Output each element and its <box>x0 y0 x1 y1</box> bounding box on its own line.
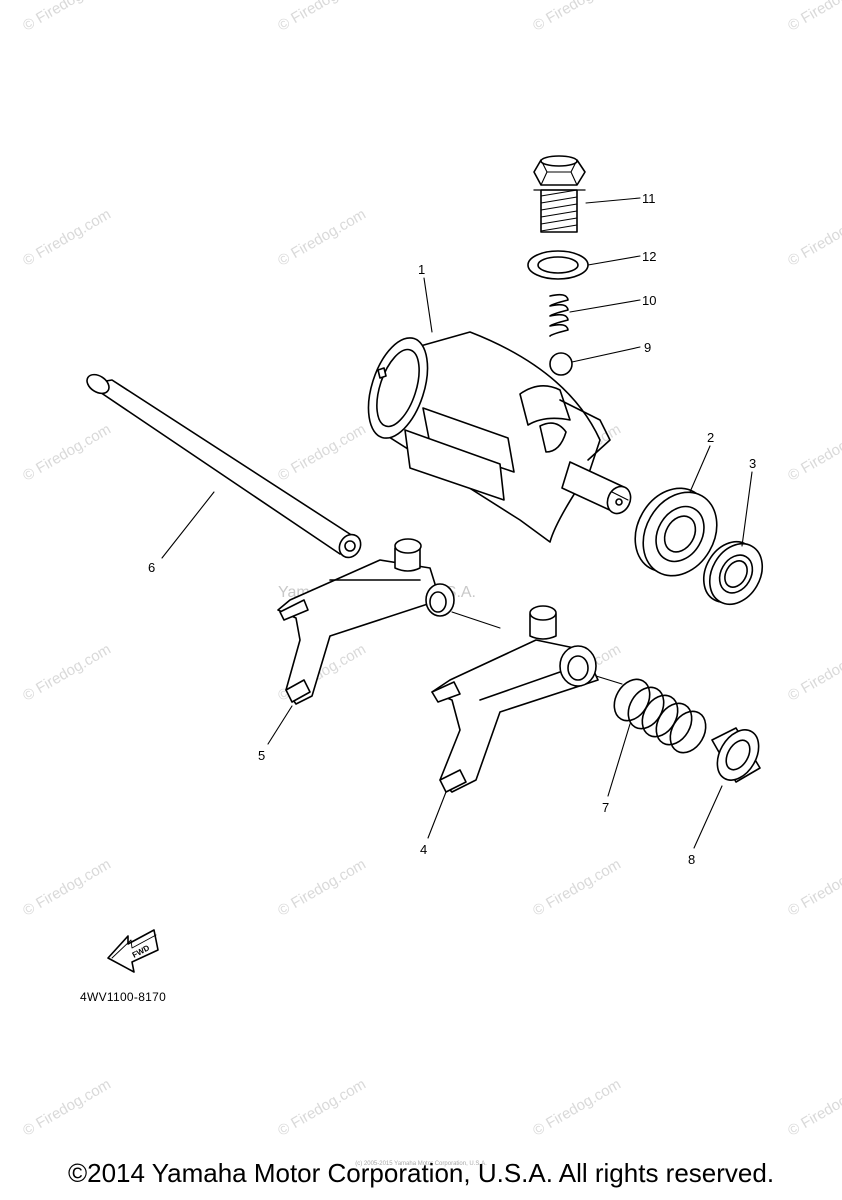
part-12-washer <box>527 250 589 280</box>
callout-1: 1 <box>418 262 425 277</box>
leader-lines <box>161 197 753 849</box>
part-2-bearing <box>634 487 718 577</box>
callout-4: 4 <box>420 842 427 857</box>
diagram-code: 4WV1100-8170 <box>80 990 167 1004</box>
part-6-guide-bar <box>86 373 362 559</box>
part-10-spring <box>549 293 569 337</box>
part-9-ball <box>549 352 573 376</box>
callout-11: 11 <box>642 191 656 206</box>
tiny-copyright: (c) 2005-2015 Yamaha Motor Corporation, … <box>355 1161 487 1167</box>
part-8-collar <box>711 727 761 783</box>
callout-8: 8 <box>688 852 695 867</box>
fwd-arrow-icon <box>107 929 159 973</box>
callout-6: 6 <box>148 560 155 575</box>
part-11-bolt <box>533 155 586 233</box>
callout-10: 10 <box>642 293 656 308</box>
callout-3: 3 <box>749 456 756 471</box>
part-1-shift-drum <box>367 331 632 543</box>
part-4-shift-fork <box>431 605 599 793</box>
callout-12: 12 <box>642 249 656 264</box>
callout-5: 5 <box>258 748 265 763</box>
callout-7: 7 <box>602 800 609 815</box>
part-5-shift-fork <box>277 538 455 705</box>
callout-2: 2 <box>707 430 714 445</box>
copyright-notice: ©2014 Yamaha Motor Corporation, U.S.A. A… <box>67 1158 775 1188</box>
part-3-seal <box>702 541 764 605</box>
part-7-spring <box>613 678 707 754</box>
callout-9: 9 <box>644 340 651 355</box>
